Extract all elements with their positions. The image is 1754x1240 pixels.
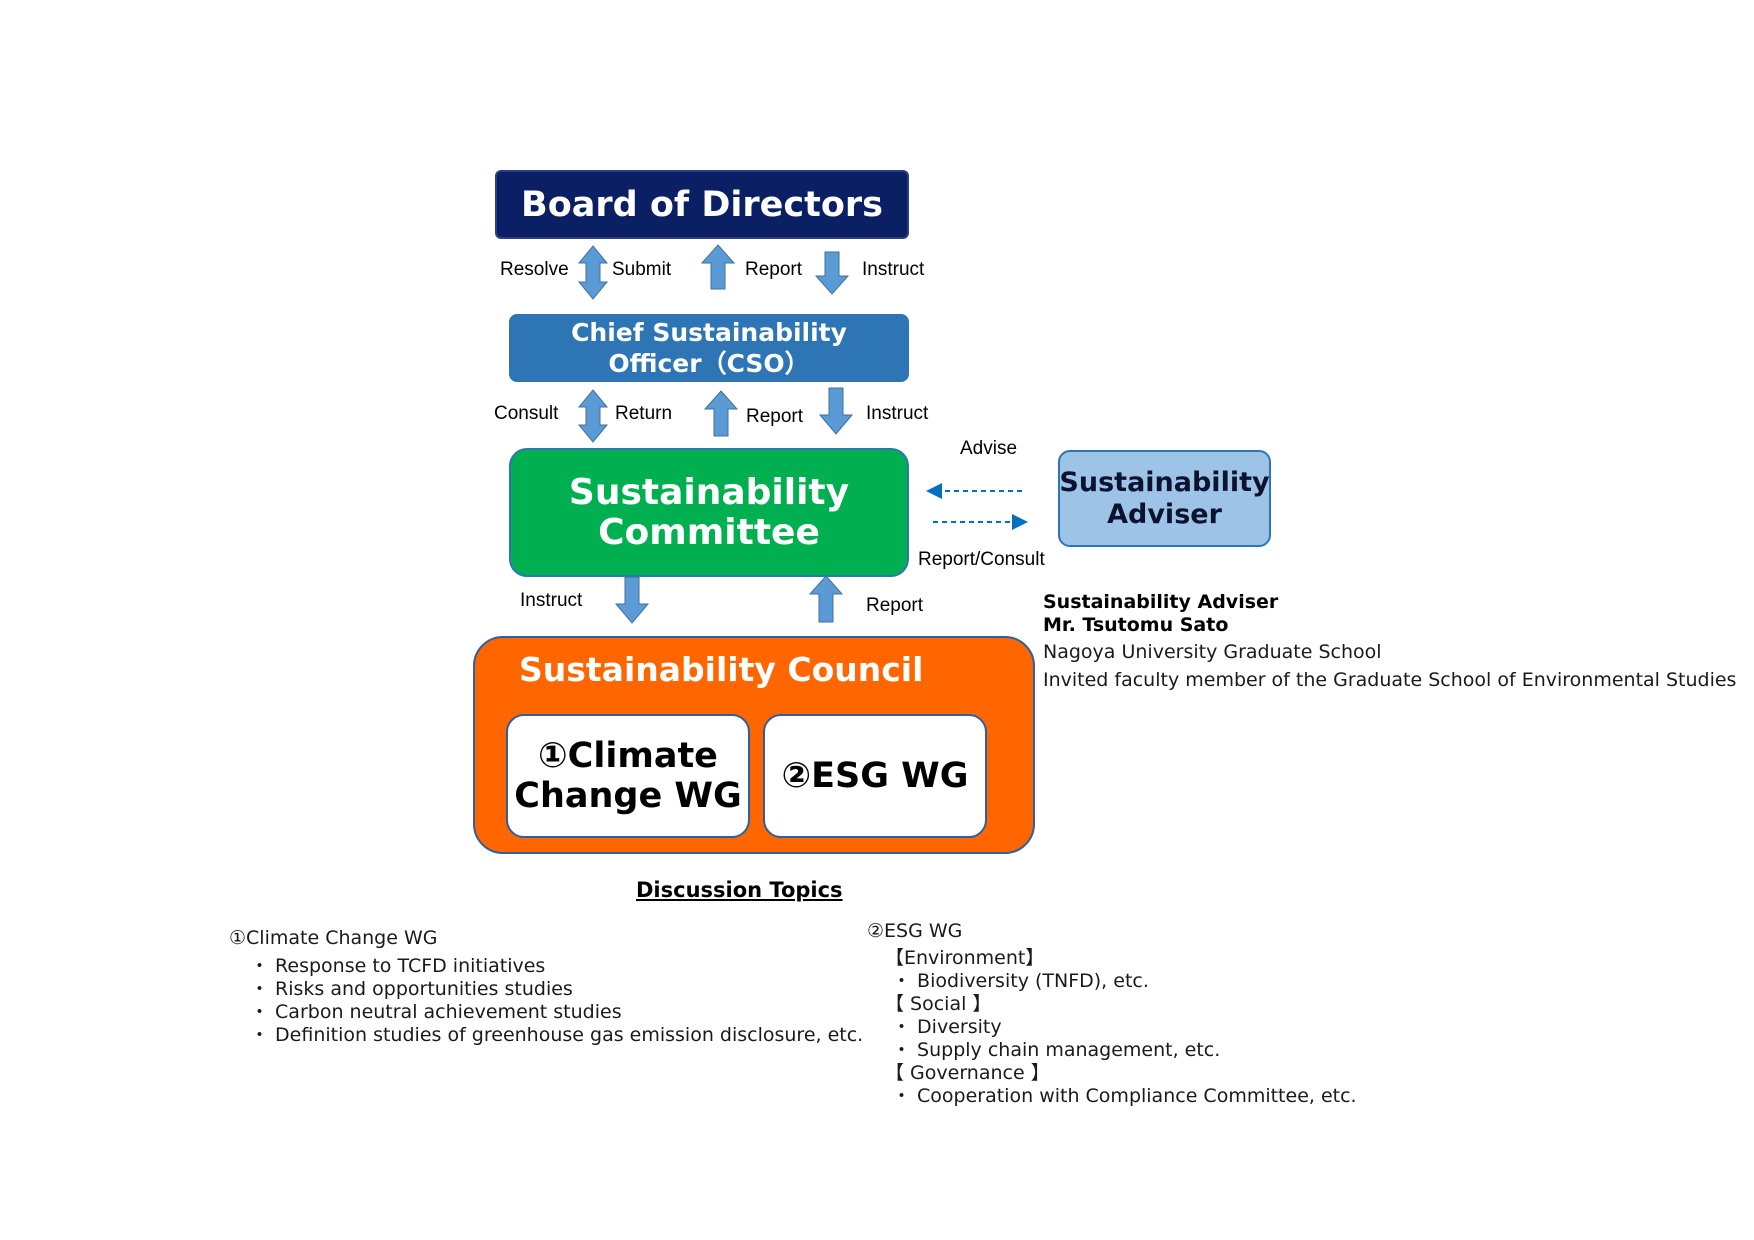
cso-line2: Officer（CSO） (608, 349, 810, 378)
wg1-line1: ①Climate (538, 735, 718, 776)
sustainability-adviser-box: Sustainability Adviser (1058, 450, 1271, 547)
adviser-info-heading: Sustainability Adviser (1043, 591, 1279, 613)
down-arrow-instruct-top (814, 251, 850, 295)
wg2-label: ②ESG WG (781, 755, 969, 796)
adviser-info-name: Mr. Tsutomu Sato (1043, 614, 1229, 636)
double-arrow-resolve-submit (577, 245, 609, 300)
committee-line1: Sustainability (568, 471, 850, 513)
esg-topic-line: 【 Governance 】 (885, 1062, 1050, 1084)
wg1-line2: Change WG (514, 776, 742, 816)
label-report-low: Report (866, 595, 924, 616)
adviser-box-line2: Adviser (1107, 498, 1222, 530)
esg-topic-line: 【 Social 】 (885, 993, 992, 1015)
committee-line2: Committee (598, 511, 820, 553)
up-arrow-report-top (700, 244, 736, 290)
board-title: Board of Directors (521, 184, 883, 225)
adviser-box-line1: Sustainability (1059, 467, 1270, 499)
climate-topics-heading: ①Climate Change WG (229, 927, 438, 949)
label-resolve: Resolve (500, 259, 569, 280)
esg-topic-line: ・ Supply chain management, etc. (892, 1039, 1221, 1061)
climate-topic-item: ・ Definition studies of greenhouse gas e… (250, 1024, 864, 1046)
label-advise: Advise (960, 438, 1018, 459)
label-report-mid: Report (746, 406, 804, 427)
discussion-topics-title: Discussion Topics (636, 878, 843, 902)
climate-topic-item: ・ Carbon neutral achievement studies (250, 1001, 622, 1023)
climate-topic-item: ・ Response to TCFD initiatives (250, 955, 546, 977)
adviser-info-line2: Invited faculty member of the Graduate S… (1043, 669, 1737, 691)
label-consult: Consult (494, 403, 559, 424)
label-instruct-mid: Instruct (866, 403, 929, 424)
esg-topic-line: ・ Cooperation with Compliance Committee,… (892, 1085, 1357, 1107)
label-return: Return (615, 403, 673, 424)
sustainability-committee-box: Sustainability Committee (509, 448, 909, 577)
climate-topic-item: ・ Risks and opportunities studies (250, 978, 573, 1000)
esg-topic-line: ・ Diversity (892, 1016, 1002, 1038)
cso-line1: Chief Sustainability (571, 317, 847, 347)
down-arrow-instruct-low (614, 576, 650, 624)
esg-topic-line: 【Environment】 (885, 947, 1045, 969)
label-instruct-top: Instruct (862, 259, 925, 280)
esg-topics-heading: ②ESG WG (867, 920, 963, 942)
label-submit: Submit (612, 259, 672, 280)
cso-box: Chief Sustainability Officer（CSO） (509, 314, 909, 382)
label-report-top: Report (745, 259, 803, 280)
up-arrow-report-low (808, 575, 844, 623)
climate-change-wg-box: ①Climate Change WG (506, 714, 750, 838)
adviser-info-line1: Nagoya University Graduate School (1043, 641, 1382, 663)
sustainability-council-box: Sustainability Council ①Climate Change W… (473, 636, 1035, 854)
label-instruct-low: Instruct (520, 590, 583, 611)
esg-topic-line: ・ Biodiversity (TNFD), etc. (892, 970, 1149, 992)
double-arrow-consult-return (577, 389, 609, 443)
down-arrow-instruct-mid (818, 387, 854, 435)
esg-wg-box: ②ESG WG (763, 714, 987, 838)
board-of-directors-box: Board of Directors (495, 170, 909, 239)
council-title: Sustainability Council (519, 650, 924, 689)
up-arrow-report-mid (703, 390, 739, 437)
label-report-consult: Report/Consult (918, 549, 1045, 570)
